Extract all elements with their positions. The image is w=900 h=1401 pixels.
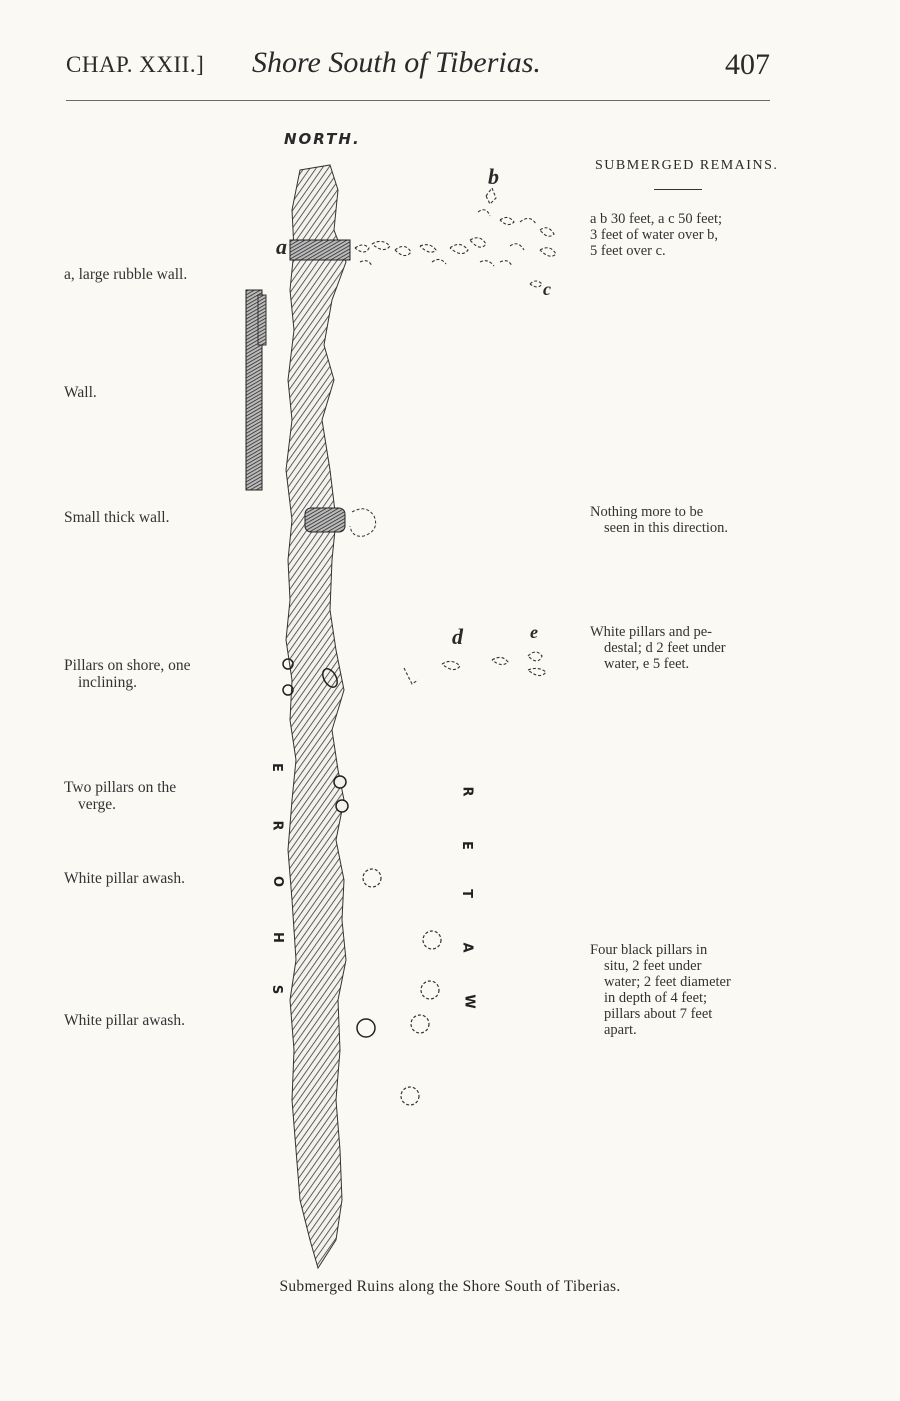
running-header: CHAP. XXII.] Shore South of Tiberias. 40… bbox=[66, 42, 770, 86]
label-line: Pillars on shore, one bbox=[64, 657, 191, 674]
label-white-pillar-2: White pillar awash. bbox=[64, 1012, 185, 1029]
note-line: Nothing more to be bbox=[590, 504, 704, 520]
label-white-pillar-1: White pillar awash. bbox=[64, 870, 185, 887]
white-pillar-awash-2 bbox=[356, 1018, 376, 1038]
note-line: 5 feet over c. bbox=[590, 243, 666, 259]
water-letter: R bbox=[459, 786, 475, 797]
note-line: water, e 5 feet. bbox=[604, 656, 690, 672]
submerged-remains-title: SUBMERGED REMAINS. bbox=[595, 158, 779, 173]
white-pillar-awash-1 bbox=[362, 868, 382, 888]
note-line: Four black pillars in bbox=[590, 942, 708, 958]
point-label-c: c bbox=[543, 279, 551, 299]
header-rule bbox=[66, 100, 770, 101]
note-nothing-more: Nothing more to be seen in this directio… bbox=[590, 504, 772, 536]
label-pillars-on-shore: Pillars on shore, one inclining. bbox=[64, 657, 191, 691]
four-black-pillars bbox=[400, 930, 442, 1106]
rubble-wall-a bbox=[289, 239, 351, 261]
water-letter: T bbox=[458, 889, 474, 898]
chapter-label: CHAP. XXII.] bbox=[66, 52, 205, 77]
shoreline bbox=[285, 164, 347, 1270]
water-letter: A bbox=[459, 942, 475, 953]
shore-letter: O bbox=[270, 875, 286, 888]
note-line: water; 2 feet diameter bbox=[604, 974, 731, 990]
label-two-pillars: Two pillars on the verge. bbox=[64, 779, 176, 813]
note-ab: a b 30 feet, a c 50 feet; 3 feet of wate… bbox=[590, 211, 770, 259]
water-letter: W bbox=[461, 994, 477, 1009]
note-line: White pillars and pe- bbox=[590, 624, 712, 640]
label-small-thick-wall: Small thick wall. bbox=[64, 509, 170, 526]
two-pillars-verge bbox=[333, 775, 349, 813]
note-line: situ, 2 feet under bbox=[604, 958, 702, 974]
point-label-d: d bbox=[452, 624, 463, 649]
label-line: inclining. bbox=[78, 674, 137, 691]
note-white-pillars: White pillars and pe- destal; d 2 feet u… bbox=[590, 624, 772, 672]
note-line: apart. bbox=[604, 1022, 637, 1038]
label-line: Two pillars on the bbox=[64, 779, 177, 796]
pillars-d-e bbox=[403, 651, 547, 685]
small-thick-wall bbox=[304, 507, 346, 533]
running-title: Shore South of Tiberias. bbox=[252, 46, 541, 79]
label-wall: Wall. bbox=[64, 384, 97, 401]
label-line: verge. bbox=[78, 796, 117, 813]
water-letter: E bbox=[458, 841, 474, 850]
label-rubble-wall: a, large rubble wall. bbox=[64, 266, 188, 283]
note-line: a b 30 feet, a c 50 feet; bbox=[590, 211, 723, 227]
figure-caption: Submerged Ruins along the Shore South of… bbox=[279, 1278, 621, 1295]
note-line: seen in this direction. bbox=[604, 520, 729, 536]
north-label: NORTH. bbox=[284, 130, 361, 148]
page-number: 407 bbox=[725, 48, 770, 81]
note-line: in depth of 4 feet; bbox=[604, 990, 708, 1006]
note-four-black-pillars: Four black pillars in situ, 2 feet under… bbox=[590, 942, 772, 1038]
point-label-a: a bbox=[276, 234, 287, 259]
shore-letter: E bbox=[268, 763, 284, 772]
shore-letter: R bbox=[269, 820, 285, 831]
note-line: 3 feet of water over b, bbox=[590, 227, 719, 243]
submerged-stones-ab bbox=[354, 186, 557, 288]
shore-letter: H bbox=[269, 932, 285, 943]
note-line: pillars about 7 feet bbox=[604, 1006, 713, 1022]
submerged-remains-rule bbox=[654, 189, 702, 190]
pillars-on-shore bbox=[282, 658, 338, 696]
shore-letter: S bbox=[269, 984, 285, 995]
point-label-e: e bbox=[530, 622, 538, 642]
note-line: destal; d 2 feet under bbox=[604, 640, 726, 656]
point-label-b: b bbox=[488, 164, 499, 189]
